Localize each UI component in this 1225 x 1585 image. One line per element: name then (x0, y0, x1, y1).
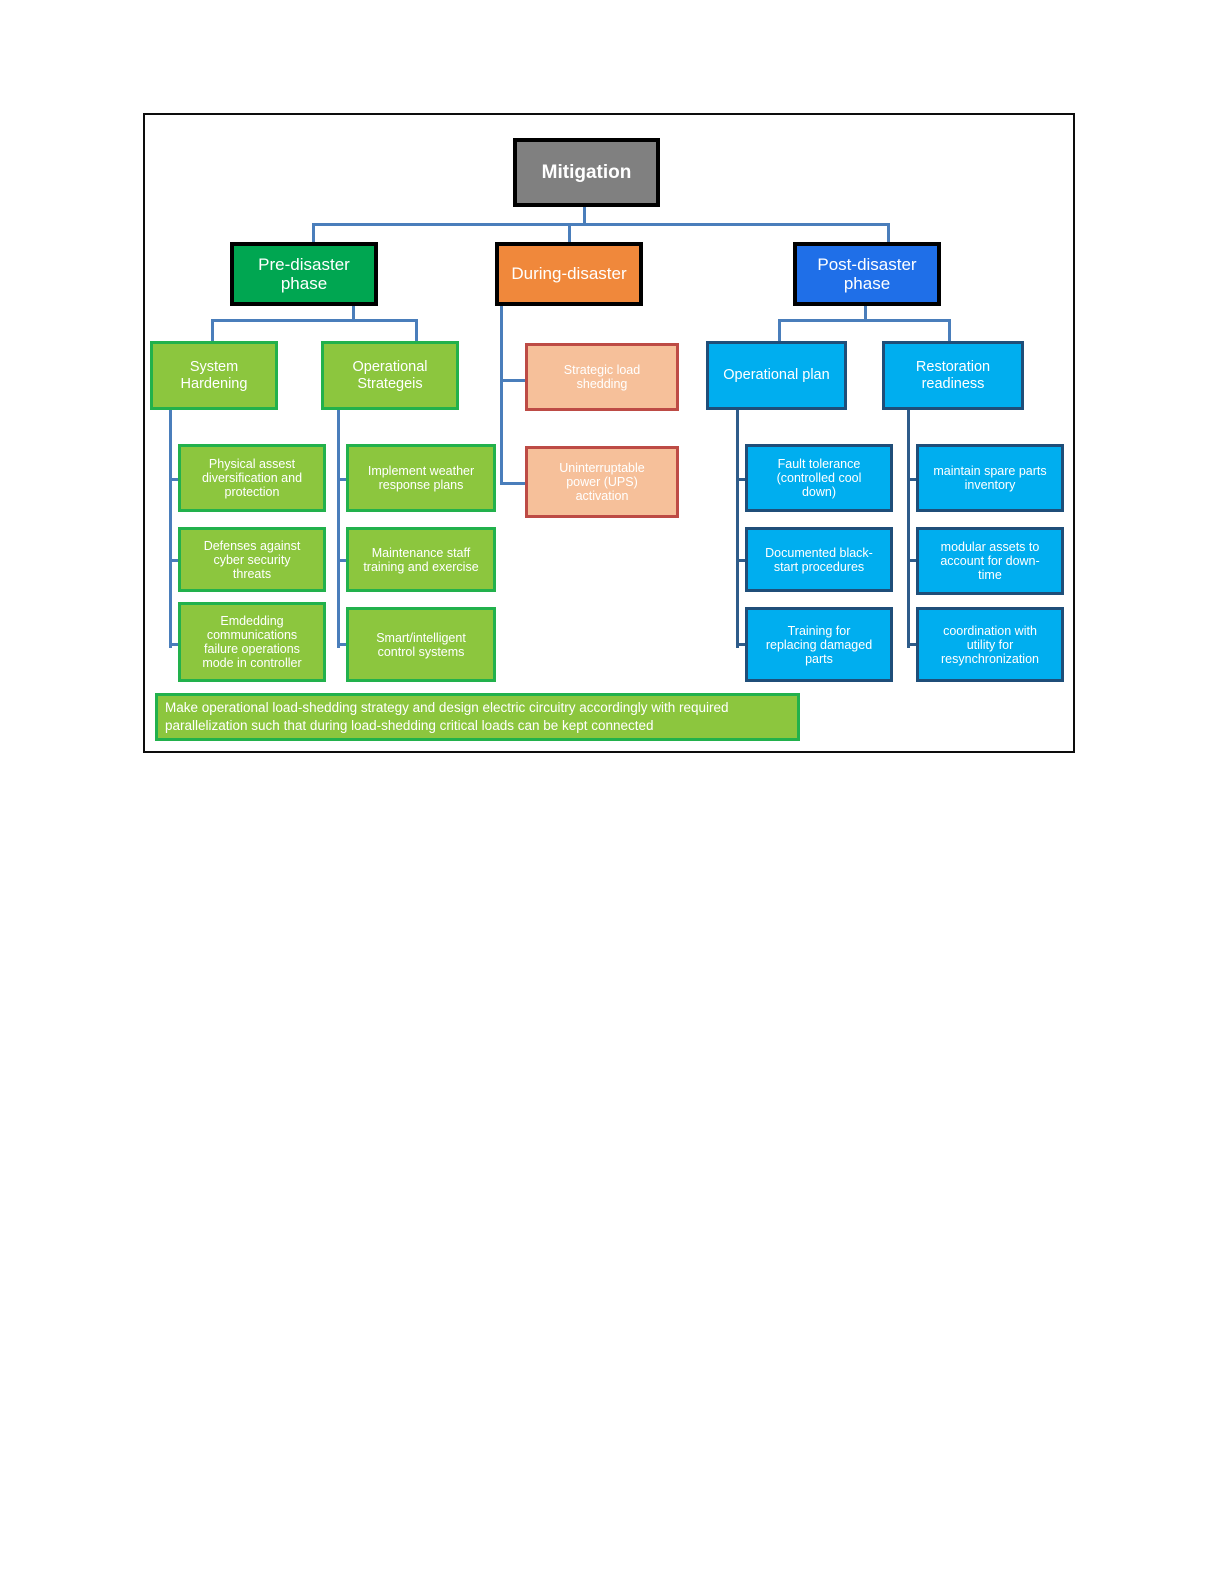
leaf-modular-assets[interactable]: modular assets to account for down- time (916, 527, 1064, 595)
stub-system-hardening-2 (169, 559, 182, 562)
leaf-cyber-security-defenses[interactable]: Defenses against cyber security threats (178, 527, 326, 592)
node-operational-plan[interactable]: Operational plan (706, 341, 847, 410)
node-pre-disaster-phase[interactable]: Pre-disaster phase (230, 242, 378, 306)
connector-post-stem (864, 305, 867, 321)
leaf-weather-response-plans[interactable]: Implement weather response plans (346, 444, 496, 512)
spine-during-disaster (500, 305, 503, 485)
stub-operational-strategies-3 (337, 643, 350, 646)
connector-root-to-post (887, 223, 890, 246)
connector-root-to-pre (312, 223, 315, 246)
banner-load-shedding-strategy[interactable]: Make operational load-shedding strategy … (155, 693, 800, 741)
leaf-communications-failure-mode[interactable]: Emdedding communications failure operati… (178, 602, 326, 682)
spine-operational-plan (736, 410, 739, 648)
stub-operational-strategies-2 (337, 559, 350, 562)
stub-operational-plan-1 (736, 478, 749, 481)
node-restoration-readiness[interactable]: Restoration readiness (882, 341, 1024, 410)
connector-pre-to-operational-strategies (415, 319, 418, 341)
connector-root-bus (312, 223, 890, 226)
leaf-strategic-load-shedding[interactable]: Strategic load shedding (525, 343, 679, 411)
spine-system-hardening (169, 410, 172, 648)
stub-operational-plan-2 (736, 559, 749, 562)
leaf-maintenance-staff-training[interactable]: Maintenance staff training and exercise (346, 527, 496, 592)
connector-pre-stem (352, 305, 355, 321)
leaf-fault-tolerance[interactable]: Fault tolerance (controlled cool down) (745, 444, 893, 512)
stub-during-disaster-2 (500, 482, 526, 485)
spine-restoration-readiness (907, 410, 910, 648)
node-system-hardening[interactable]: System Hardening (150, 341, 278, 410)
spine-operational-strategies (337, 410, 340, 648)
stub-operational-plan-3 (736, 643, 749, 646)
node-during-disaster[interactable]: During-disaster (495, 242, 643, 306)
connector-root-to-during (568, 223, 571, 246)
stub-restoration-readiness-2 (907, 559, 920, 562)
connector-root-stem (583, 207, 586, 225)
leaf-blackstart-procedures[interactable]: Documented black- start procedures (745, 527, 893, 592)
stub-operational-strategies-1 (337, 478, 350, 481)
stub-system-hardening-1 (169, 478, 182, 481)
leaf-spare-parts-inventory[interactable]: maintain spare parts inventory (916, 444, 1064, 512)
leaf-physical-asset-diversification[interactable]: Physical assest diversification and prot… (178, 444, 326, 512)
connector-pre-bus (211, 319, 418, 322)
leaf-smart-control-systems[interactable]: Smart/intelligent control systems (346, 607, 496, 682)
leaf-training-replacing-parts[interactable]: Training for replacing damaged parts (745, 607, 893, 682)
diagram-frame: Mitigation Pre-disaster phase During-dis… (143, 113, 1075, 753)
connector-post-to-operational-plan (778, 319, 781, 341)
leaf-ups-activation[interactable]: Uninterruptable power (UPS) activation (525, 446, 679, 518)
node-post-disaster-phase[interactable]: Post-disaster phase (793, 242, 941, 306)
stub-restoration-readiness-1 (907, 478, 920, 481)
leaf-utility-coordination[interactable]: coordination with utility for resynchron… (916, 607, 1064, 682)
connector-post-to-restoration-readiness (948, 319, 951, 341)
connector-pre-to-system-hardening (211, 319, 214, 341)
node-mitigation[interactable]: Mitigation (513, 138, 660, 207)
stub-restoration-readiness-3 (907, 643, 920, 646)
node-operational-strategies[interactable]: Operational Strategeis (321, 341, 459, 410)
stub-during-disaster-1 (500, 379, 526, 382)
stub-system-hardening-3 (169, 643, 182, 646)
connector-post-bus (778, 319, 951, 322)
